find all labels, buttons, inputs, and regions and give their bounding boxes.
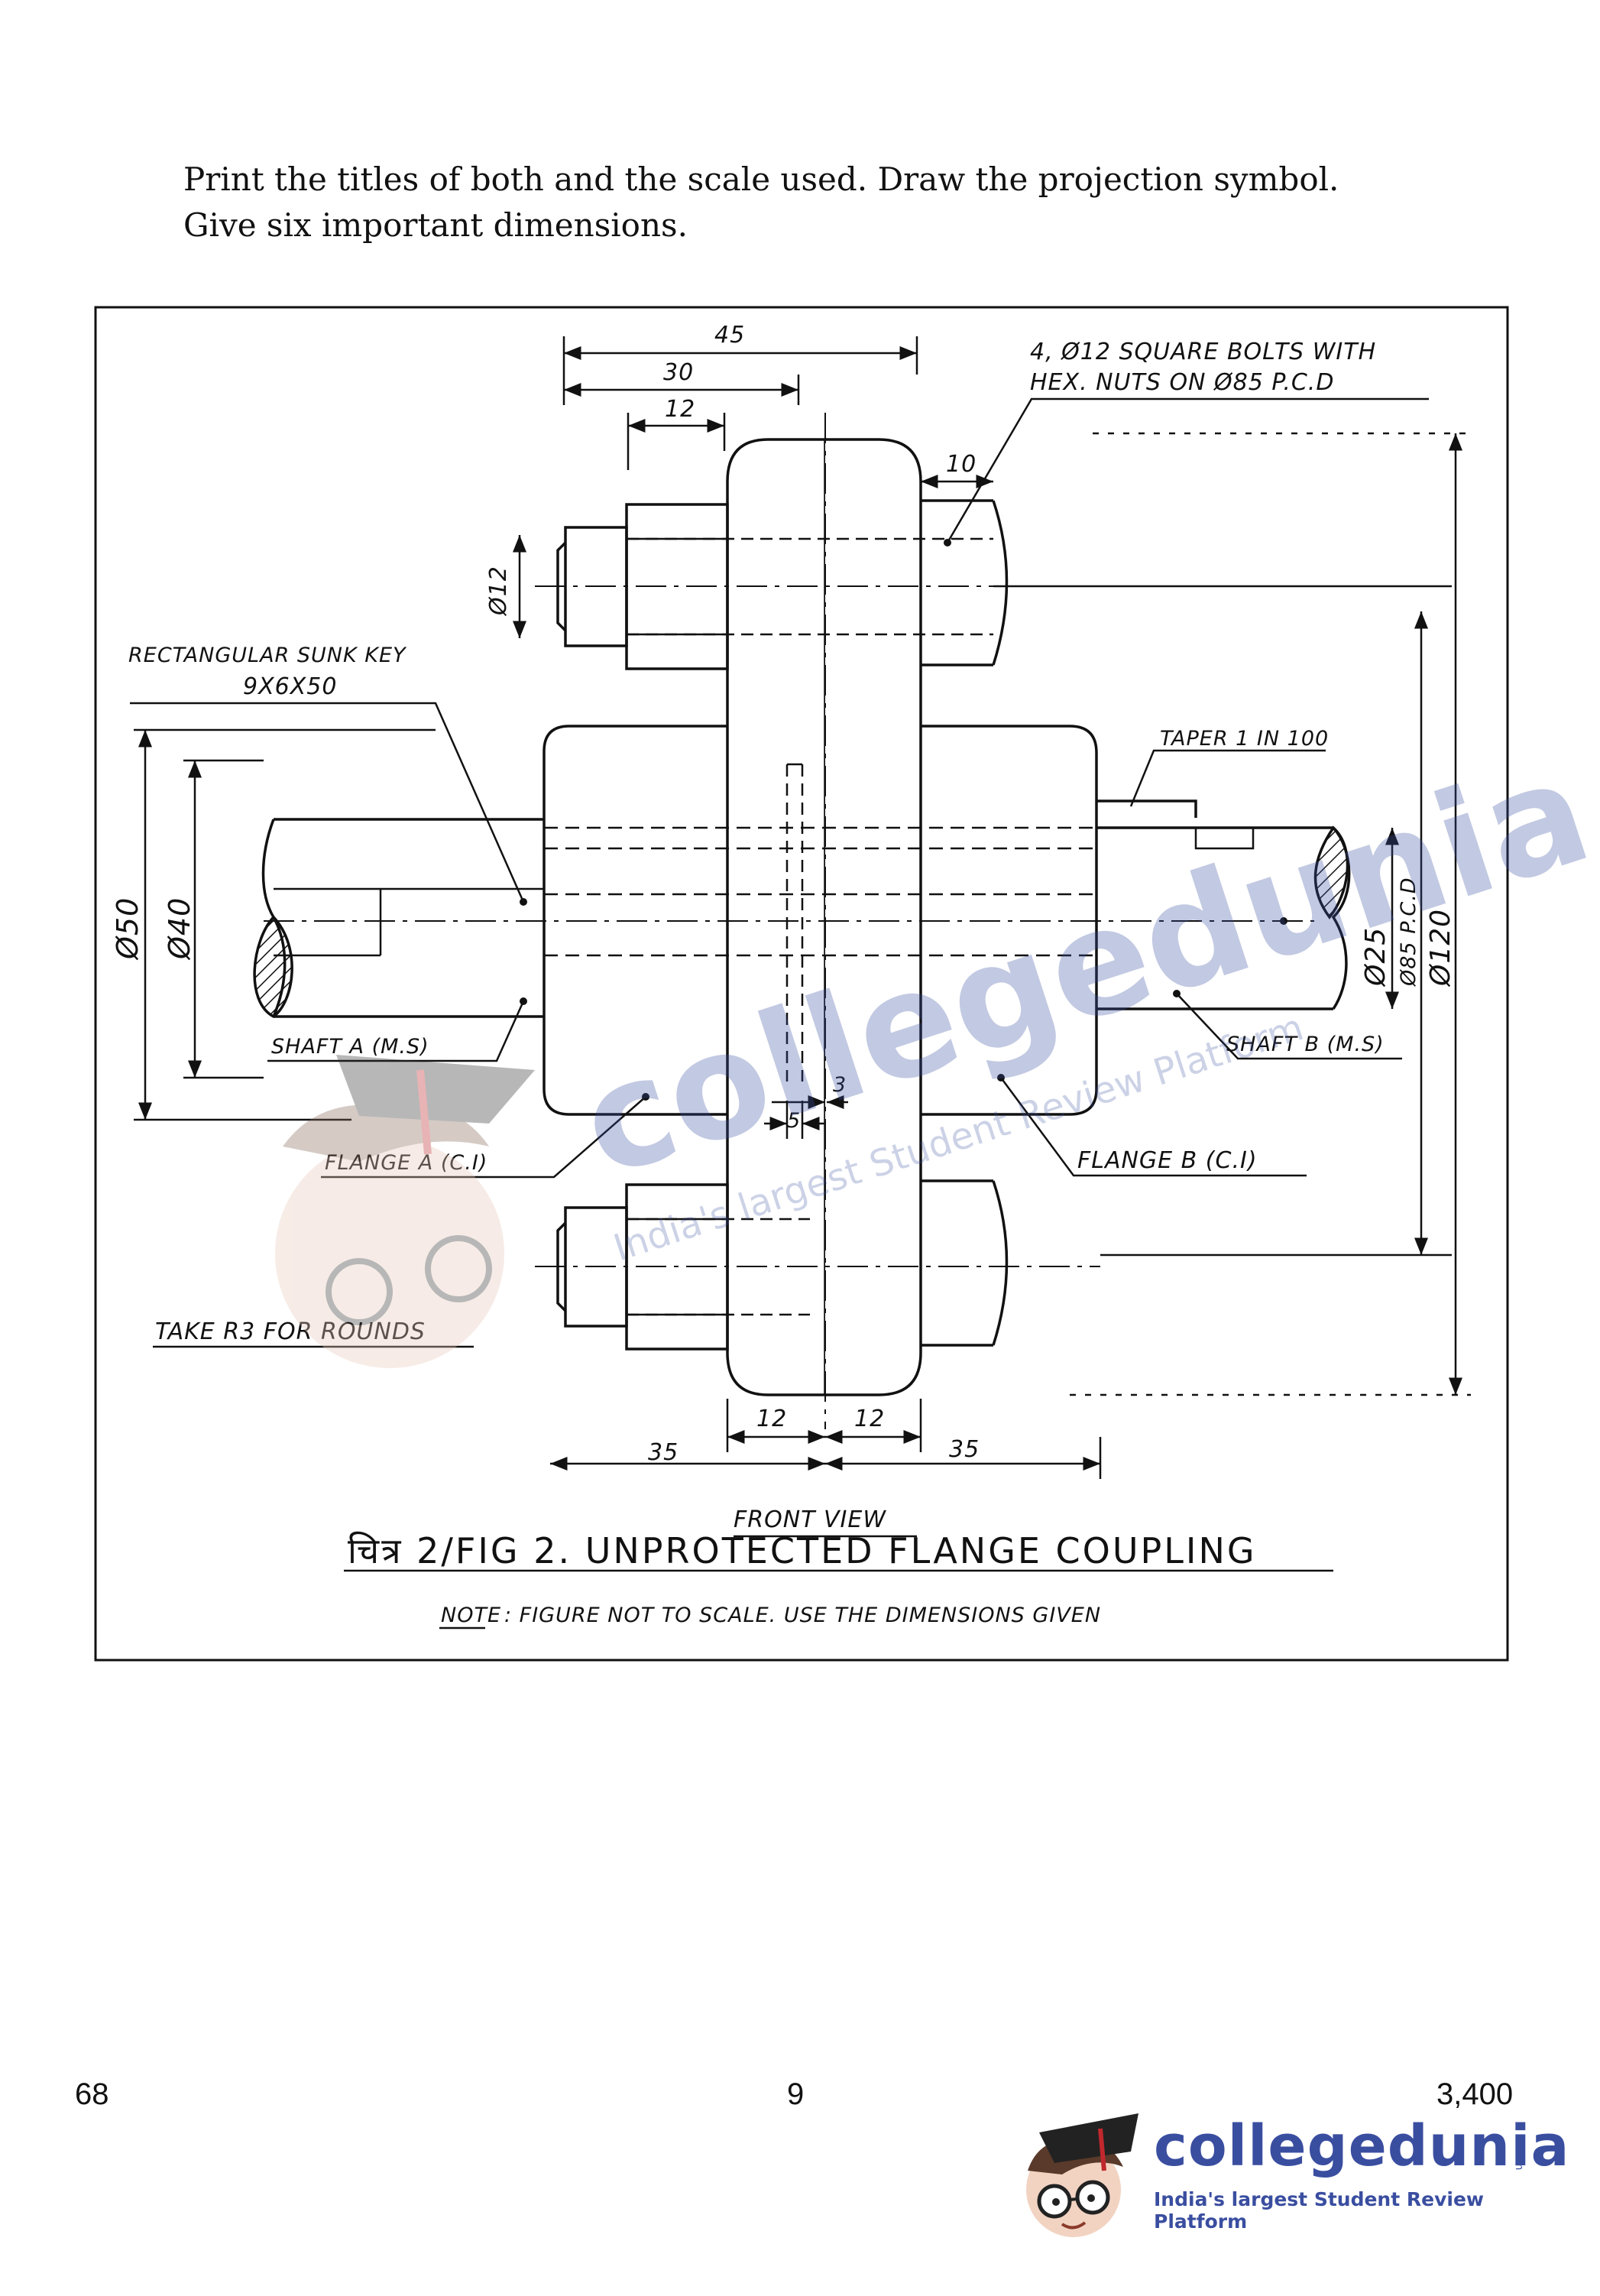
watermark-mascot <box>275 1055 535 1368</box>
dimension-lines <box>134 336 1471 1479</box>
footer-left-number: 68 <box>75 2077 109 2111</box>
logo-tagline: India's largest Student Review Platform <box>1154 2188 1485 2233</box>
dim-12-bottom-left: 12 <box>756 1406 787 1432</box>
dim-5: 5 <box>787 1109 801 1133</box>
dim-d25: Ø25 <box>1360 927 1391 987</box>
intro-text: Print the titles of both and the scale u… <box>183 157 1436 248</box>
dim-d120: Ø120 <box>1425 909 1456 987</box>
label-flange-a: FLANGE A (C.I) <box>325 1151 487 1175</box>
dim-12-bottom-right: 12 <box>854 1406 885 1432</box>
note-text: : FIGURE NOT TO SCALE. USE THE DIMENSION… <box>504 1604 1101 1627</box>
dim-d50: Ø50 <box>111 897 144 961</box>
label-rounds: TAKE R3 FOR ROUNDS <box>155 1318 426 1345</box>
leader-dots <box>520 539 1287 1101</box>
dim-10: 10 <box>946 451 977 478</box>
note-label: NOTE <box>441 1604 501 1627</box>
label-front-view: FRONT VIEW <box>734 1506 886 1533</box>
mascot-icon <box>1026 2113 1138 2237</box>
center-lines <box>264 413 1314 1429</box>
dim-d40: Ø40 <box>163 897 196 961</box>
dim-30: 30 <box>663 359 694 386</box>
label-bolts-line-2: HEX. NUTS ON Ø85 P.C.D <box>1030 369 1334 396</box>
footer-right-number: 3,400 <box>1436 2077 1514 2111</box>
dim-35-left: 35 <box>648 1439 679 1466</box>
label-flange-b: FLANGE B (C.I) <box>1077 1147 1258 1174</box>
dim-3: 3 <box>833 1073 847 1097</box>
label-bolts-line-1: 4, Ø12 SQUARE BOLTS WITH <box>1030 339 1376 365</box>
watermark-word: collegedunia <box>562 726 1600 1210</box>
logo-wordmark: collegedunia <box>1154 2113 1570 2179</box>
footer-page-number: 9 <box>787 2077 805 2111</box>
label-key-line-2: 9X6X50 <box>243 673 337 700</box>
label-shaft-b: SHAFT B (M.S) <box>1226 1033 1385 1056</box>
dim-35-right: 35 <box>949 1436 980 1463</box>
label-taper: TAPER 1 IN 100 <box>1160 727 1329 751</box>
label-shaft-a: SHAFT A (M.S) <box>271 1035 429 1059</box>
intro-line-2: Give six important dimensions. <box>183 206 688 244</box>
coupling-geometry <box>253 438 1351 1396</box>
dim-d85: Ø85 P.C.D <box>1397 877 1420 987</box>
figure-frame <box>94 306 1509 1662</box>
collegedunia-logo: collegedunia .com India's largest Studen… <box>1009 2098 1569 2251</box>
leader-lines <box>130 397 1429 1630</box>
dim-bolt-dia: Ø12 <box>485 566 512 617</box>
figure-title: चित्र 2/FIG 2. UNPROTECTED FLANGE COUPLI… <box>348 1530 1257 1571</box>
logo-com: .com <box>1513 2144 1525 2171</box>
label-key-line-1: RECTANGULAR SUNK KEY <box>128 644 407 667</box>
dim-45: 45 <box>714 322 745 349</box>
intro-line-1: Print the titles of both and the scale u… <box>183 161 1339 198</box>
dim-12-top: 12 <box>665 396 695 423</box>
